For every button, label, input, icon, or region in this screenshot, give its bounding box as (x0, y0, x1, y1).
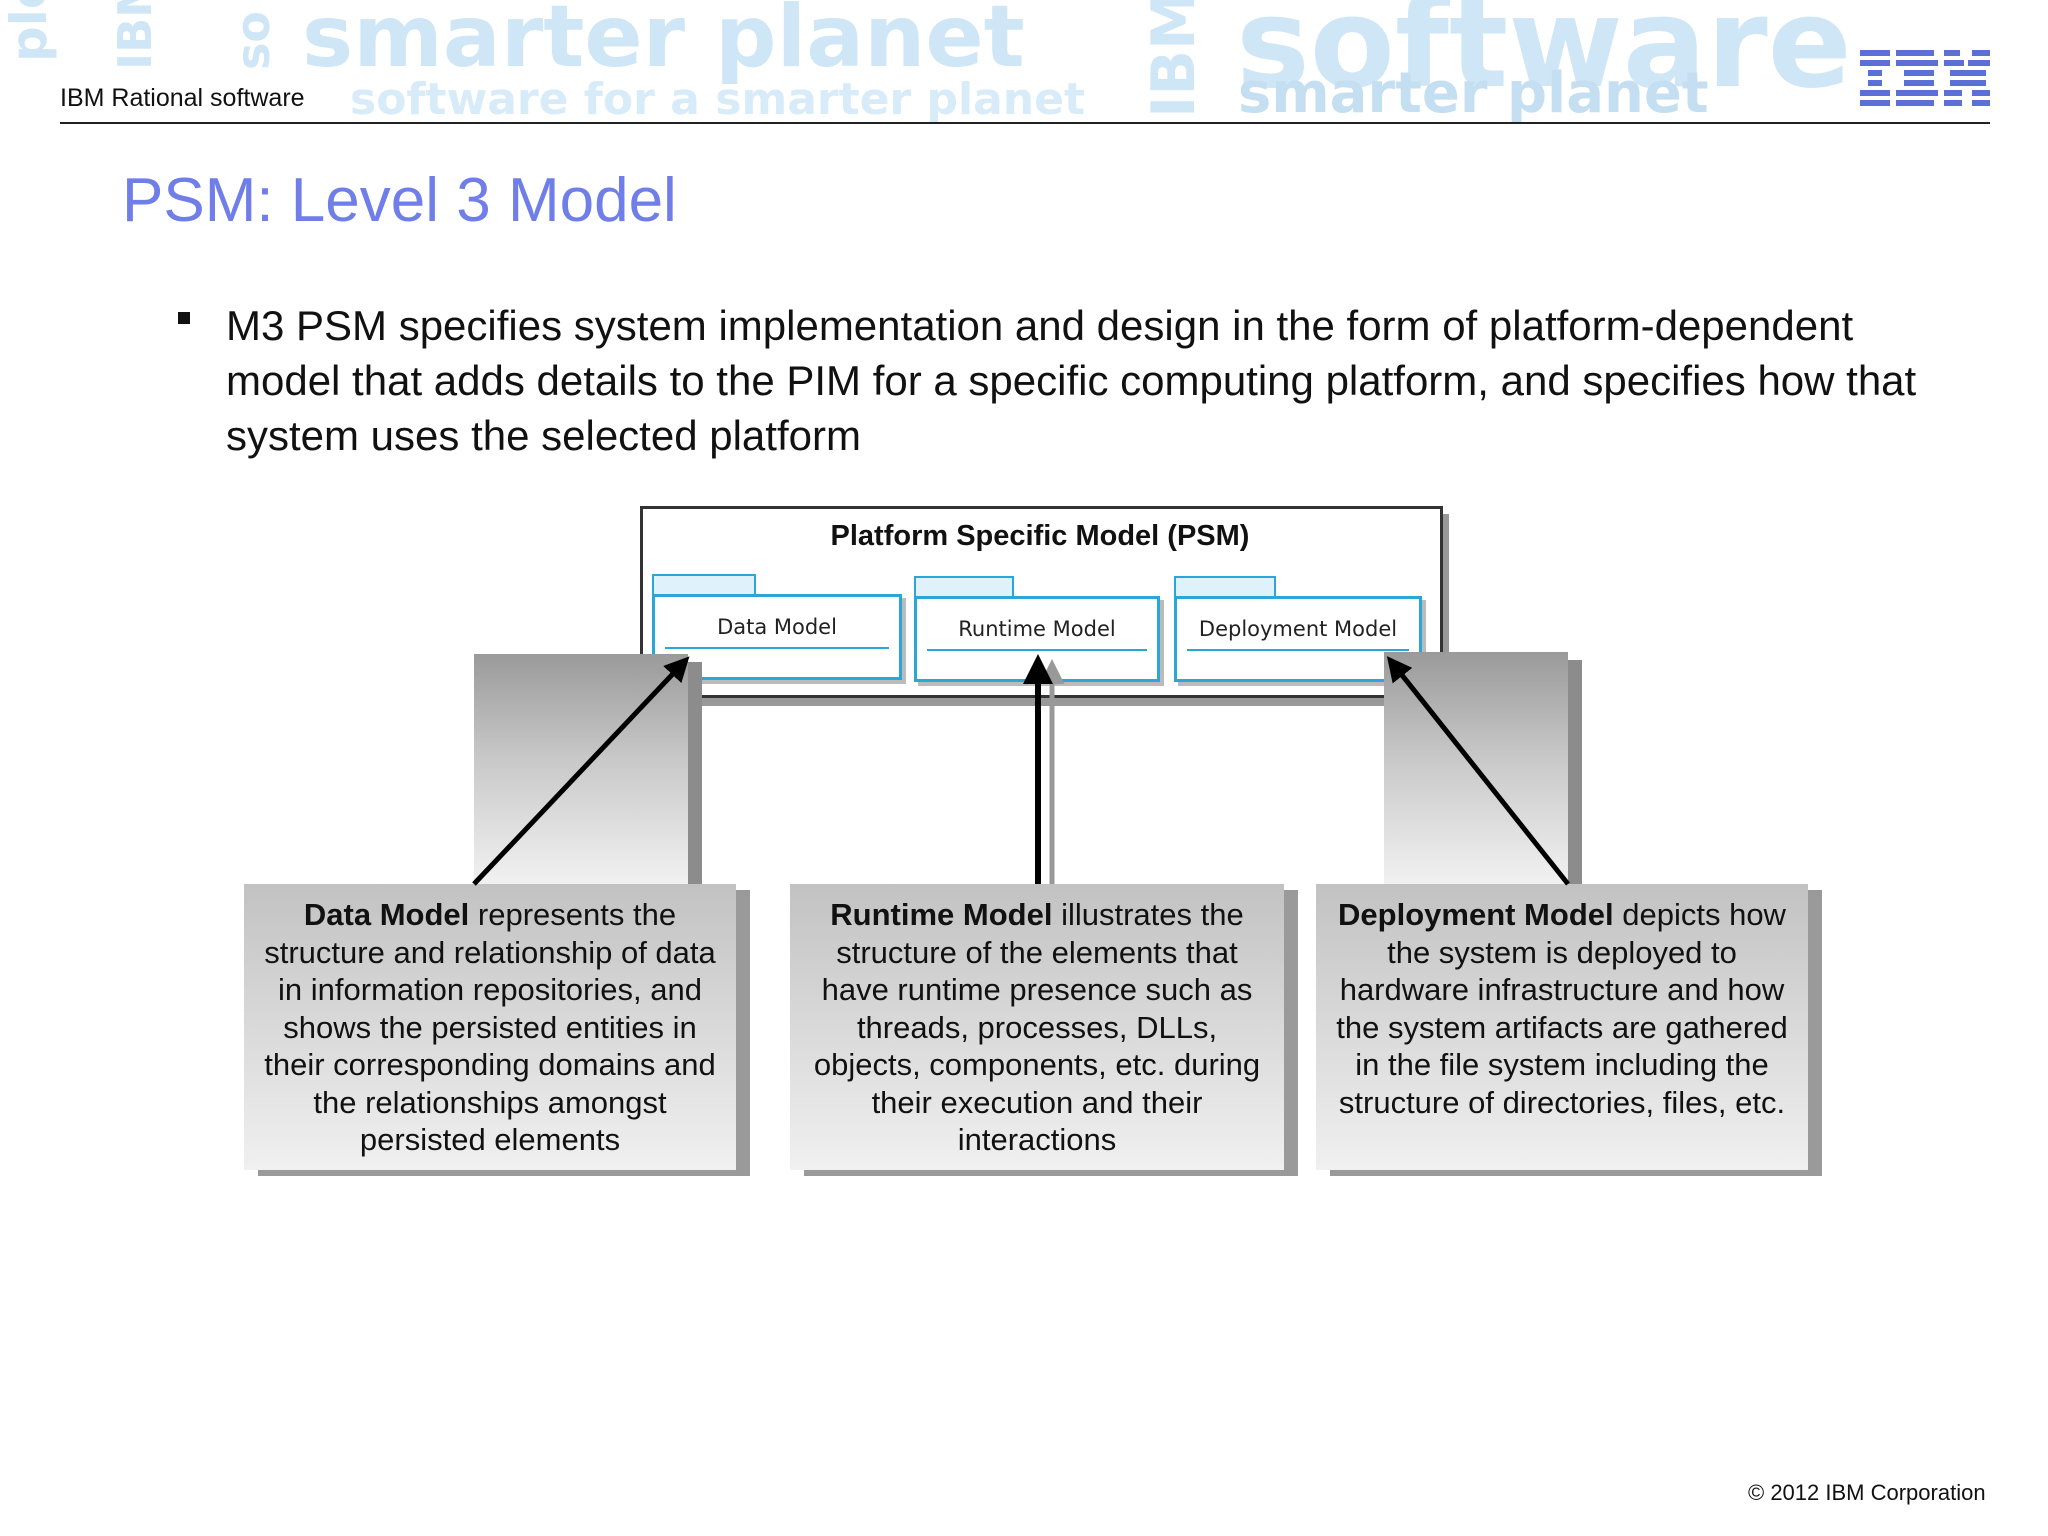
package-tab (652, 574, 756, 596)
package-underline (665, 647, 889, 649)
package-tab (914, 576, 1014, 598)
watermark-text: smarter planet (302, 0, 1025, 87)
bullet-marker-icon (178, 312, 190, 324)
callout-shade-edge (688, 662, 702, 886)
description-body: illustrates the structure of the element… (813, 897, 1261, 1157)
header-band: ple IBM so smarter planet software for a… (0, 0, 2048, 126)
package-deployment-model: Deployment Model (1174, 596, 1422, 682)
description-term: Data Model (303, 897, 470, 932)
package-label: Runtime Model (958, 617, 1116, 641)
watermark-vertical-text: so (226, 11, 280, 70)
psm-frame-title: Platform Specific Model (PSM) (830, 520, 1250, 552)
ibm-logo-icon (1860, 50, 1990, 106)
watermark-text: software for a smarter planet (350, 74, 1085, 125)
package-label: Deployment Model (1198, 617, 1398, 641)
description-text: Runtime Model illustrates the structure … (802, 896, 1272, 1159)
package-label: Data Model (717, 615, 837, 639)
package-runtime-model: Runtime Model (914, 596, 1160, 682)
description-box-deployment-model: Deployment Model depicts how the system … (1316, 884, 1808, 1170)
package-underline (927, 649, 1147, 651)
description-term: Runtime Model (830, 897, 1053, 932)
package-underline (1187, 649, 1409, 651)
description-body: represents the structure and relationshi… (264, 897, 716, 1157)
description-text: Data Model represents the structure and … (256, 896, 724, 1159)
watermark-vertical-text: IBM (108, 0, 162, 70)
product-label: IBM Rational software (60, 84, 305, 112)
copyright-footer: © 2012 IBM Corporation (1748, 1480, 1986, 1505)
watermark-vertical-text: ple (0, 0, 58, 62)
bullet-text: M3 PSM specifies system implementation a… (226, 302, 1917, 459)
package-tab (1174, 576, 1276, 598)
description-body: depicts how the system is deployed to ha… (1336, 897, 1788, 1120)
header-divider (60, 122, 1990, 124)
description-term: Deployment Model (1338, 897, 1614, 932)
package-data-model: Data Model (652, 594, 902, 680)
callout-shade-edge (1568, 660, 1582, 886)
watermark-vertical-text: IBM (1139, 0, 1209, 118)
callout-shade-left (474, 654, 688, 886)
description-box-data-model: Data Model represents the structure and … (244, 884, 736, 1170)
callout-shade-right (1384, 652, 1568, 886)
description-text: Deployment Model depicts how the system … (1328, 896, 1796, 1121)
description-box-runtime-model: Runtime Model illustrates the structure … (790, 884, 1284, 1170)
watermark-text: software (1236, 0, 1852, 116)
watermark-text: smarter planet (1238, 61, 1709, 126)
slide-title: PSM: Level 3 Model (122, 166, 677, 235)
